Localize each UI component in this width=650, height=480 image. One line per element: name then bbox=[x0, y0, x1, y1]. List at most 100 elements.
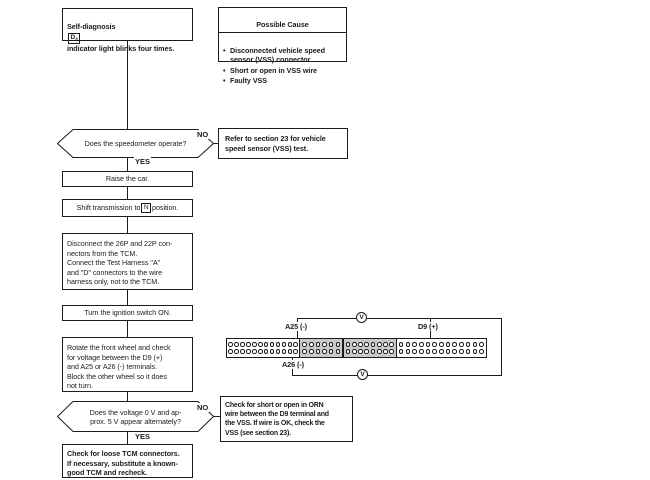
flow-line bbox=[214, 143, 219, 144]
voltmeter-icon: V bbox=[356, 312, 367, 323]
connector-pin bbox=[376, 341, 382, 347]
connector-pin bbox=[335, 349, 341, 355]
connector-pin bbox=[452, 349, 458, 355]
possible-cause-item-text: Short or open in VSS wire bbox=[230, 65, 318, 75]
connector-pin bbox=[459, 341, 464, 347]
connector-pin bbox=[302, 341, 308, 347]
start-text-post: indicator light blinks four times. bbox=[67, 44, 175, 54]
flow-line bbox=[127, 158, 128, 171]
possible-cause-title: Possible Cause bbox=[219, 18, 346, 33]
connector-pin bbox=[418, 341, 424, 347]
decision-voltage-text: Does the voltage 0 V and ap- prox. 5 V a… bbox=[89, 407, 182, 426]
possible-cause-item: •Disconnected vehicle speed sensor (VSS)… bbox=[223, 46, 344, 65]
connector-pin bbox=[358, 349, 363, 355]
connector-pin bbox=[240, 341, 245, 347]
connector-pin bbox=[293, 341, 299, 347]
connector-pin bbox=[364, 349, 370, 355]
connector-pin bbox=[281, 341, 287, 347]
ignition-box: Turn the ignition switch ON. bbox=[62, 305, 193, 321]
connector-pin bbox=[445, 349, 451, 355]
start-text-pre: Self-diagnosis bbox=[67, 21, 116, 31]
connector-pin bbox=[432, 341, 437, 347]
connector-pin bbox=[263, 341, 269, 347]
connector-pin bbox=[335, 341, 341, 347]
bullet-icon: • bbox=[223, 76, 226, 85]
pin-row bbox=[300, 349, 342, 355]
decision-voltage: Does the voltage 0 V and ap- prox. 5 V a… bbox=[57, 401, 214, 432]
pin-row bbox=[300, 341, 342, 347]
connector-pin bbox=[398, 341, 404, 347]
terminal-label-a26: A26 (-) bbox=[281, 360, 306, 369]
connector-pin bbox=[465, 341, 471, 347]
possible-cause-list: •Disconnected vehicle speed sensor (VSS)… bbox=[219, 43, 346, 89]
decision2-yes-label: YES bbox=[134, 432, 152, 441]
possible-cause-box: Possible Cause •Disconnected vehicle spe… bbox=[218, 7, 347, 85]
connector-pin bbox=[240, 349, 245, 355]
connector-pin bbox=[459, 349, 464, 355]
bullet-icon: • bbox=[223, 45, 226, 55]
connector-pin bbox=[425, 349, 431, 355]
connector-pin bbox=[328, 341, 334, 347]
flow-line bbox=[214, 416, 220, 417]
connector-pin bbox=[269, 341, 275, 347]
connector-pin bbox=[439, 341, 444, 347]
connector-pin bbox=[370, 341, 376, 347]
decision1-yes-label: YES bbox=[134, 157, 152, 166]
flow-line bbox=[127, 290, 128, 305]
connector-pin bbox=[412, 341, 417, 347]
connector-pin bbox=[412, 349, 417, 355]
possible-cause-item: •Faulty VSS bbox=[223, 76, 344, 86]
connector-pin bbox=[351, 349, 357, 355]
connector-pin bbox=[370, 349, 376, 355]
flow-line bbox=[127, 187, 128, 199]
connector-pin bbox=[425, 341, 431, 347]
voltmeter-icon: V bbox=[357, 369, 368, 380]
connector-pin bbox=[234, 349, 239, 355]
neutral-position-symbol: N bbox=[141, 203, 151, 213]
connector-pin bbox=[439, 349, 444, 355]
connector-pin bbox=[315, 349, 321, 355]
connector-pin bbox=[398, 349, 404, 355]
connector-pin bbox=[287, 349, 293, 355]
connector-pin bbox=[364, 341, 370, 347]
connector-pin bbox=[383, 341, 388, 347]
shift-text-post: position. bbox=[152, 203, 179, 213]
flow-line bbox=[127, 432, 128, 444]
pin-row bbox=[227, 341, 299, 347]
connector-block-shaded-2 bbox=[343, 339, 397, 357]
tcm-connector-strip bbox=[226, 338, 487, 358]
connector-pin bbox=[452, 341, 458, 347]
connector-pin bbox=[228, 341, 233, 347]
connector-pin bbox=[234, 341, 239, 347]
decision2-no-label: NO bbox=[196, 403, 210, 412]
flow-line bbox=[127, 392, 128, 401]
d4-indicator-symbol: D4 bbox=[68, 33, 81, 45]
connector-pin bbox=[287, 341, 293, 347]
rotate-wheel-box: Rotate the front wheel and check for vol… bbox=[62, 337, 193, 392]
connector-pin bbox=[445, 341, 451, 347]
pin-row bbox=[397, 349, 486, 355]
connector-pin bbox=[322, 349, 327, 355]
connector-pin bbox=[263, 349, 269, 355]
connector-pin bbox=[345, 341, 351, 347]
pin-row bbox=[227, 349, 299, 355]
connector-pin bbox=[281, 349, 287, 355]
connector-pin bbox=[328, 349, 334, 355]
pin-row bbox=[344, 341, 396, 347]
connector-pin bbox=[479, 349, 484, 355]
connector-pin bbox=[257, 341, 263, 347]
connector-block-shaded-1 bbox=[299, 339, 344, 357]
decision-speedometer-text: Does the speedometer operate? bbox=[84, 139, 187, 148]
meter-wire-bottom bbox=[292, 375, 502, 376]
flow-line bbox=[127, 41, 128, 129]
terminal-label-d9: D9 (+) bbox=[417, 322, 439, 331]
connector-block-22p bbox=[397, 339, 486, 357]
connector-pin bbox=[351, 341, 357, 347]
bullet-icon: • bbox=[223, 65, 226, 75]
connector-pin bbox=[315, 341, 321, 347]
flow-line bbox=[127, 321, 128, 337]
connector-pin bbox=[465, 349, 471, 355]
connector-pin bbox=[275, 341, 281, 347]
shift-box: Shift transmission to N position. bbox=[62, 199, 193, 217]
raise-car-box: Raise the car. bbox=[62, 171, 193, 187]
